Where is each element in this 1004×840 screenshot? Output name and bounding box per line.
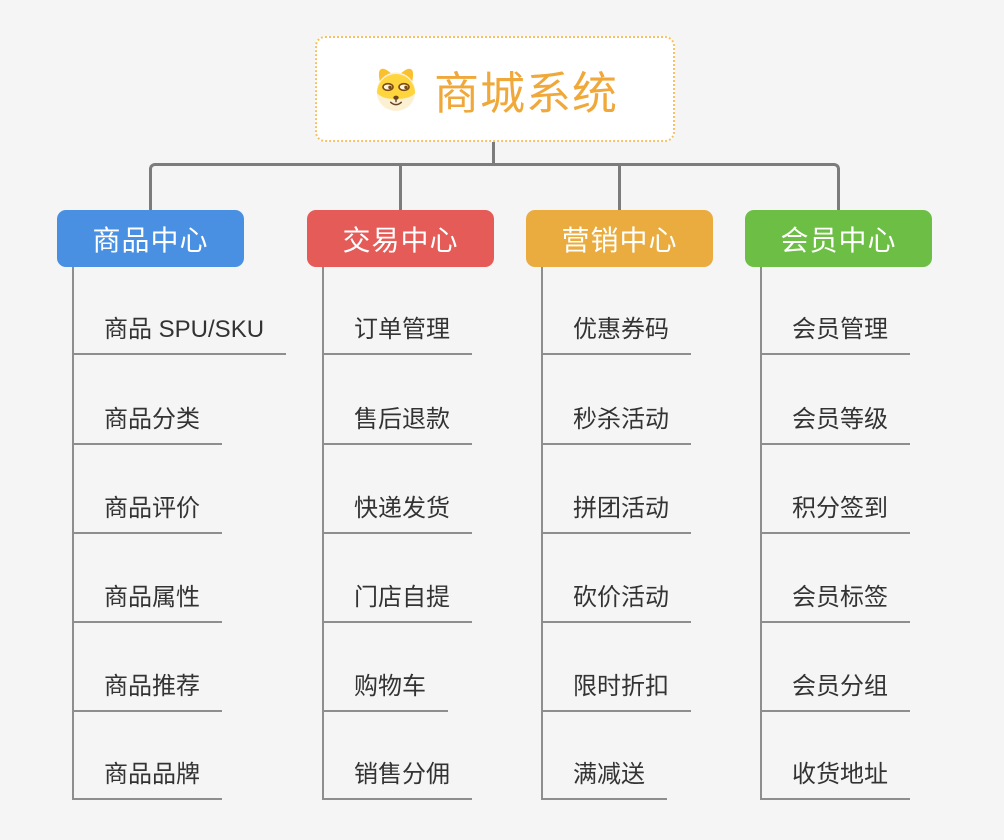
subtopic-node[interactable]: 商品 SPU/SKU	[72, 313, 287, 355]
children-connector-line: 商品 SPU/SKU 商品分类 商品评价 商品属性 商品推荐 商品品牌	[72, 267, 287, 800]
children-connector-line: 会员管理 会员等级 积分签到 会员标签 会员分组 收货地址	[760, 267, 910, 800]
subtopic-node[interactable]: 收货地址	[760, 758, 910, 800]
root-title: 商城系统	[433, 67, 618, 119]
root-connector-stub	[492, 142, 495, 164]
subtopic-node[interactable]: 会员管理	[760, 313, 910, 355]
subtopic-node[interactable]: 秒杀活动	[541, 403, 691, 445]
subtopic-node[interactable]: 商品品牌	[72, 758, 222, 800]
subtopic-node[interactable]: 限时折扣	[541, 670, 691, 712]
subtopic-node[interactable]: 满减送	[541, 758, 667, 800]
subtopic-node[interactable]: 购物车	[322, 670, 448, 712]
subtopic-node[interactable]: 优惠券码	[541, 313, 691, 355]
branch-node-marketing-center[interactable]: 营销中心	[526, 210, 713, 267]
subtopic-node[interactable]: 商品分类	[72, 403, 222, 445]
subtopic-node[interactable]: 销售分佣	[322, 758, 472, 800]
dog-face-icon	[376, 68, 416, 111]
connector-drop	[399, 163, 402, 210]
subtopic-node[interactable]: 售后退款	[322, 403, 472, 445]
subtopic-node[interactable]: 商品推荐	[72, 670, 222, 712]
root-node[interactable]: 商城系统	[315, 36, 675, 142]
subtopic-node[interactable]: 订单管理	[322, 313, 472, 355]
subtopic-node[interactable]: 拼团活动	[541, 492, 691, 534]
subtopic-node[interactable]: 商品评价	[72, 492, 222, 534]
connector-rail	[149, 163, 840, 210]
branch-node-member-center[interactable]: 会员中心	[745, 210, 932, 267]
subtopic-node[interactable]: 会员分组	[760, 670, 910, 712]
subtopic-node[interactable]: 会员标签	[760, 581, 910, 623]
subtopic-node[interactable]: 会员等级	[760, 403, 910, 445]
children-connector-line: 订单管理 售后退款 快递发货 门店自提 购物车 销售分佣	[322, 267, 472, 800]
branch-node-product-center[interactable]: 商品中心	[57, 210, 244, 267]
subtopic-node[interactable]: 商品属性	[72, 581, 222, 623]
connector-drop	[618, 163, 621, 210]
subtopic-node[interactable]: 快递发货	[322, 492, 472, 534]
subtopic-node[interactable]: 砍价活动	[541, 581, 691, 623]
branch-node-trade-center[interactable]: 交易中心	[307, 210, 494, 267]
children-connector-line: 优惠券码 秒杀活动 拼团活动 砍价活动 限时折扣 满减送	[541, 267, 691, 800]
subtopic-node[interactable]: 积分签到	[760, 492, 910, 534]
subtopic-node[interactable]: 门店自提	[322, 581, 472, 623]
